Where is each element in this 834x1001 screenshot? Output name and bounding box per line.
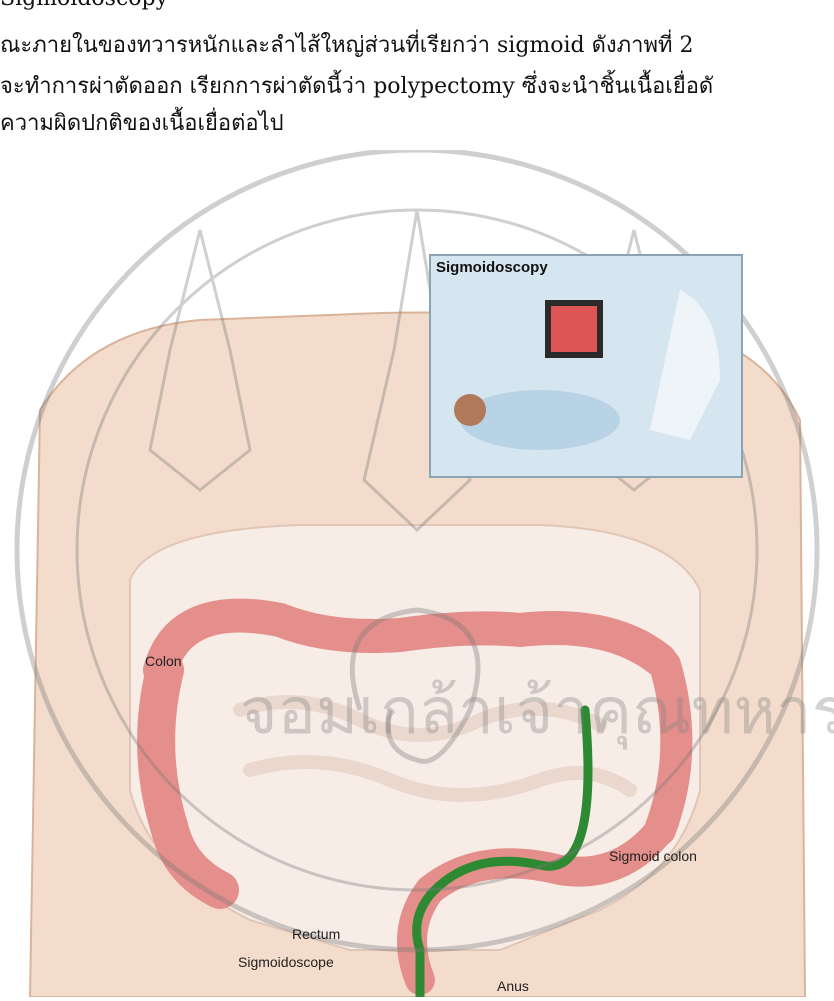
label-anus: Anus [497, 978, 529, 994]
watermark-bottom-text: จอมเกล้าเจ้าคุณทหาร [240, 660, 834, 762]
paragraph-line-1: Sigmoidoscopy [0, 0, 168, 11]
anatomy-illustration [0, 150, 834, 997]
sigmoidoscopy-figure: Sigmoidoscopy Colon Sigmoid colon Rectum… [0, 150, 834, 997]
inset-monitor-screen [551, 306, 597, 352]
label-colon: Colon [145, 653, 182, 669]
paragraph-line-1-text: Sigmoidoscopy [0, 0, 168, 11]
inset-patient-head [454, 394, 486, 426]
label-rectum: Rectum [292, 926, 340, 942]
paragraph-line-2: ณะภายในของทวารหนักและลำไส้ใหญ่ส่วนที่เรี… [0, 27, 694, 62]
label-sigmoid-colon: Sigmoid colon [609, 848, 697, 864]
paragraph-line-3: จะทำการผ่าตัดออก เรียกการผ่าตัดนี้ว่า po… [0, 68, 713, 103]
paragraph-text: Sigmoidoscopy ณะภายในของทวารหนักและลำไส้… [0, 0, 834, 150]
inset-title: Sigmoidoscopy [436, 259, 548, 276]
inset-patient-body [460, 390, 620, 450]
sigmoidoscopy-inset [430, 255, 742, 477]
paragraph-line-4: ความผิดปกติของเนื้อเยื่อต่อไป [0, 105, 284, 140]
label-sigmoidoscope: Sigmoidoscope [238, 954, 334, 970]
